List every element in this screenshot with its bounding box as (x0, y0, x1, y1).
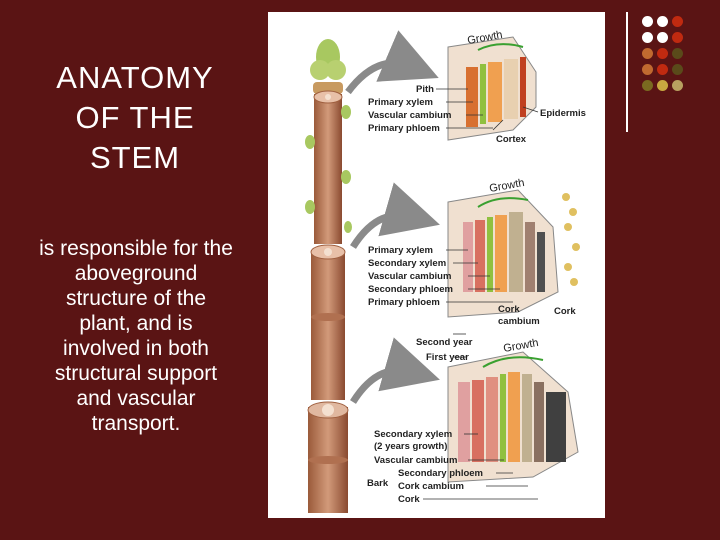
panel2-primary-phloem-label: Primary phloem (368, 297, 440, 308)
decorative-dot (642, 32, 653, 43)
panel3-bark-label: Bark (367, 478, 389, 489)
panel3-cork-label: Cork (398, 494, 420, 505)
panel2-secondary-xylem-label: Secondary xylem (368, 258, 446, 269)
panel2-secondary-phloem-label: Secondary phloem (368, 284, 453, 295)
decorative-dot (642, 48, 653, 59)
panel2-cork-label: Cork (554, 306, 576, 317)
stem-anatomy-figure: Growth Pith Primary xylem Vascular cambi… (268, 12, 605, 518)
slide-title: ANATOMY OF THE STEM (56, 60, 214, 175)
decorative-dot (657, 16, 668, 27)
cross-section-panel-3 (447, 351, 579, 483)
decorative-dot (672, 64, 683, 75)
panel3-first-year-label: First year (426, 352, 469, 363)
slide-body-text: is responsible for the aboveground struc… (39, 237, 233, 435)
decorative-dot (657, 80, 668, 91)
panel2-vascular-cambium-label: Vascular cambium (368, 271, 451, 282)
panel2-primary-xylem-label: Primary xylem (368, 245, 433, 256)
panel3-vascular-cambium-label: Vascular cambium (374, 455, 457, 466)
cross-section-panel-1 (447, 36, 537, 141)
growth-arrow-1 (345, 30, 439, 95)
decorative-dot-grid (640, 12, 710, 112)
growth-arrow-2 (350, 182, 440, 249)
panel1-primary-phloem-label: Primary phloem (368, 123, 440, 134)
decorative-divider (626, 12, 628, 132)
decorative-dot (657, 64, 668, 75)
panel3-secondary-phloem-label: Secondary phloem (398, 468, 483, 479)
label-leader-lines (423, 88, 539, 500)
cross-section-panel-2 (447, 189, 580, 318)
decorative-dot (657, 32, 668, 43)
panel1-pith-label: Pith (416, 84, 434, 95)
panel1-primary-xylem-label: Primary xylem (368, 97, 433, 108)
decorative-dot (642, 64, 653, 75)
decorative-dot (642, 80, 653, 91)
decorative-dot (672, 16, 683, 27)
stem-illustration (305, 39, 352, 513)
decorative-dot (672, 48, 683, 59)
panel3-secondary-xylem-label: Secondary xylem(2 years growth) (374, 429, 452, 452)
panel3-second-year-label: Second year (416, 337, 473, 348)
panel1-cortex-label: Cortex (496, 134, 527, 145)
panel3-cork-cambium-label: Cork cambium (398, 481, 464, 492)
decorative-dot (657, 48, 668, 59)
decorative-dot (672, 32, 683, 43)
panel1-vascular-cambium-label: Vascular cambium (368, 110, 451, 121)
growth-arrow-3 (350, 337, 440, 404)
decorative-dot (642, 16, 653, 27)
decorative-dot (672, 80, 683, 91)
panel1-epidermis-label: Epidermis (540, 108, 586, 119)
